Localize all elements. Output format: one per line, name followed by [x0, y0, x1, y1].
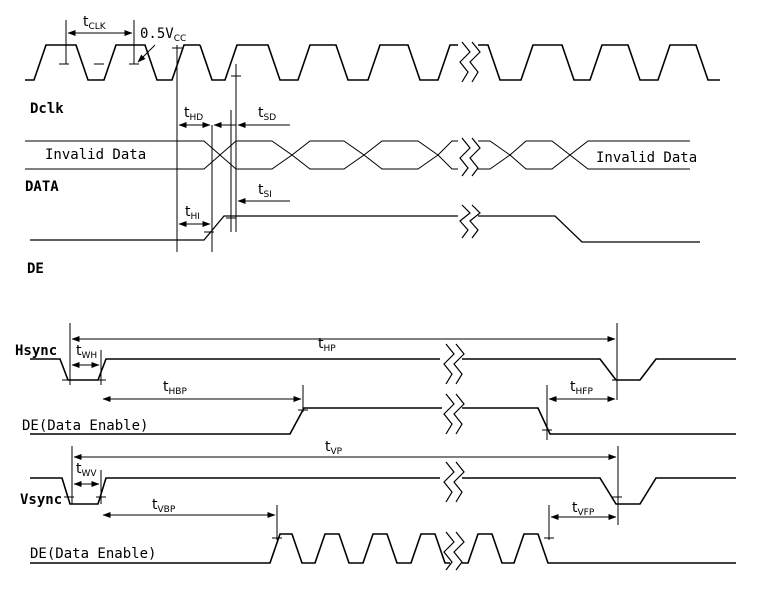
hsync-reference-lines — [69, 323, 618, 440]
hsync-break-marks — [443, 343, 465, 435]
dclk-waveform — [25, 44, 720, 81]
threshold-label: 0.5VCC — [140, 26, 186, 44]
data-invalid-right: Invalid Data — [596, 150, 697, 166]
hsync-label: Hsync — [15, 343, 57, 359]
de-h-label: DE(Data Enable) — [22, 418, 148, 434]
top-break-marks — [459, 41, 481, 239]
thp-label: tHP — [318, 336, 336, 354]
dclk-label: Dclk — [30, 101, 64, 117]
vsync-reference-lines — [71, 446, 619, 540]
de-v-waveform — [30, 533, 736, 564]
de-v-label: DE(Data Enable) — [30, 546, 156, 562]
threshold-pointer — [137, 44, 156, 63]
hsync-timing-arrows — [71, 336, 616, 402]
tvbp-label: tVBP — [152, 497, 176, 515]
top-reference-lines — [65, 20, 237, 252]
de-label: DE — [27, 261, 44, 277]
de-waveform — [30, 215, 700, 243]
tsd-label: tSD — [258, 105, 276, 123]
thi-label: tHI — [185, 204, 200, 222]
data-label: DATA — [25, 179, 59, 195]
thd-label: tHD — [184, 105, 203, 123]
thbp-label: tHBP — [163, 379, 187, 397]
tvfp-label: tVFP — [572, 500, 595, 518]
hsync-waveform — [30, 358, 736, 381]
vsync-label: Vsync — [20, 492, 62, 508]
thfp-label: tHFP — [570, 379, 593, 397]
top-timing-arrows — [67, 30, 290, 227]
vsync-break-marks — [443, 461, 465, 571]
vsync-timing-arrows — [73, 454, 617, 520]
vsync-waveform — [30, 477, 736, 505]
data-waveform — [25, 124, 690, 170]
tclk-label: tCLK — [83, 14, 107, 32]
data-invalid-left: Invalid Data — [45, 147, 146, 163]
twh-label: tWH — [76, 343, 97, 361]
tvp-label: tVP — [325, 439, 343, 457]
twv-label: tWV — [76, 461, 97, 479]
tsi-label: tSI — [258, 182, 272, 200]
